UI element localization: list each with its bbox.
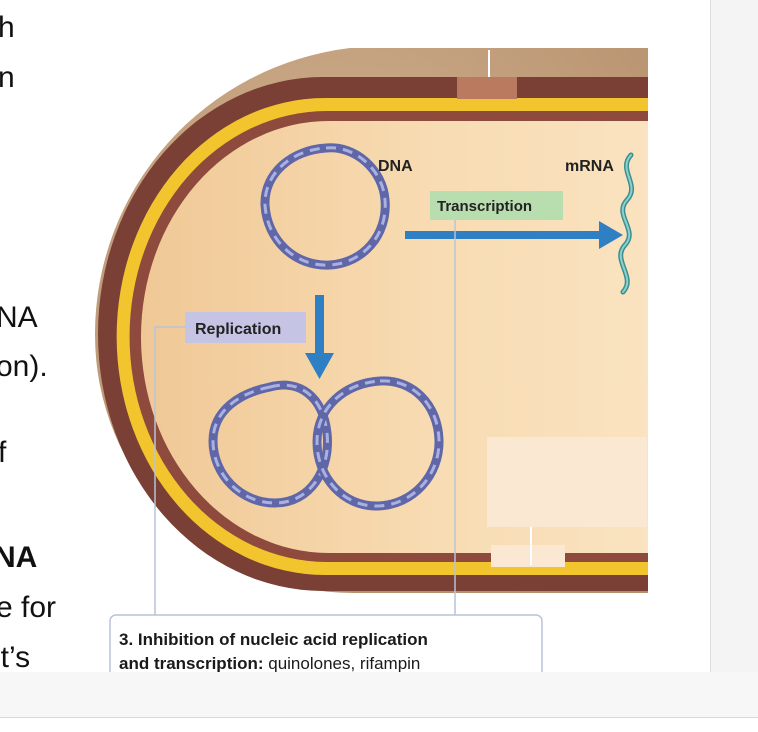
bacterial-cell-diagram: DNA mRNA Transcription Replication 3. In… [95, 48, 648, 672]
caption-line1: 3. Inhibition of nucleic acid replicatio… [119, 630, 428, 649]
transcription-arrow [405, 221, 623, 249]
slide-text-line: NA [0, 301, 38, 334]
replication-arrow [305, 295, 334, 379]
dna-label: DNA [378, 158, 413, 175]
side-panel [710, 0, 758, 672]
membrane-channel [457, 77, 517, 99]
replication-label-box [185, 312, 306, 343]
slide-text-line: it’s [0, 641, 31, 673]
slide-content: h n NA on). f NA e for it’s [0, 11, 648, 673]
mrna-label: mRNA [565, 158, 614, 175]
caption-line2-bold: and transcription: [119, 654, 264, 672]
slide-text-line: n [0, 61, 15, 94]
replication-label: Replication [195, 321, 281, 338]
slide-text-line: NA [0, 541, 38, 574]
slide-text-line: on). [0, 350, 48, 383]
dna-circle-replicating [211, 383, 329, 505]
dna-circle [263, 146, 387, 267]
caption-box [109, 614, 543, 672]
callout-line-replication [154, 326, 185, 625]
slide-text-line: f [0, 436, 7, 469]
mrna-strand [619, 154, 633, 293]
dna-circle-replicating [315, 379, 441, 508]
slide-text-line: e for [0, 591, 57, 624]
bottom-toolbar [0, 672, 758, 718]
slide-text-line: h [0, 11, 15, 44]
footer-strip [0, 718, 758, 732]
transcription-label-box [430, 191, 563, 220]
label-placeholder-box [487, 437, 647, 527]
membrane-gap [491, 545, 565, 567]
caption-line2: and transcription: quinolones, rifampin [119, 654, 420, 672]
caption-line2-rest: quinolones, rifampin [264, 654, 421, 672]
transcription-label: Transcription [437, 198, 532, 215]
